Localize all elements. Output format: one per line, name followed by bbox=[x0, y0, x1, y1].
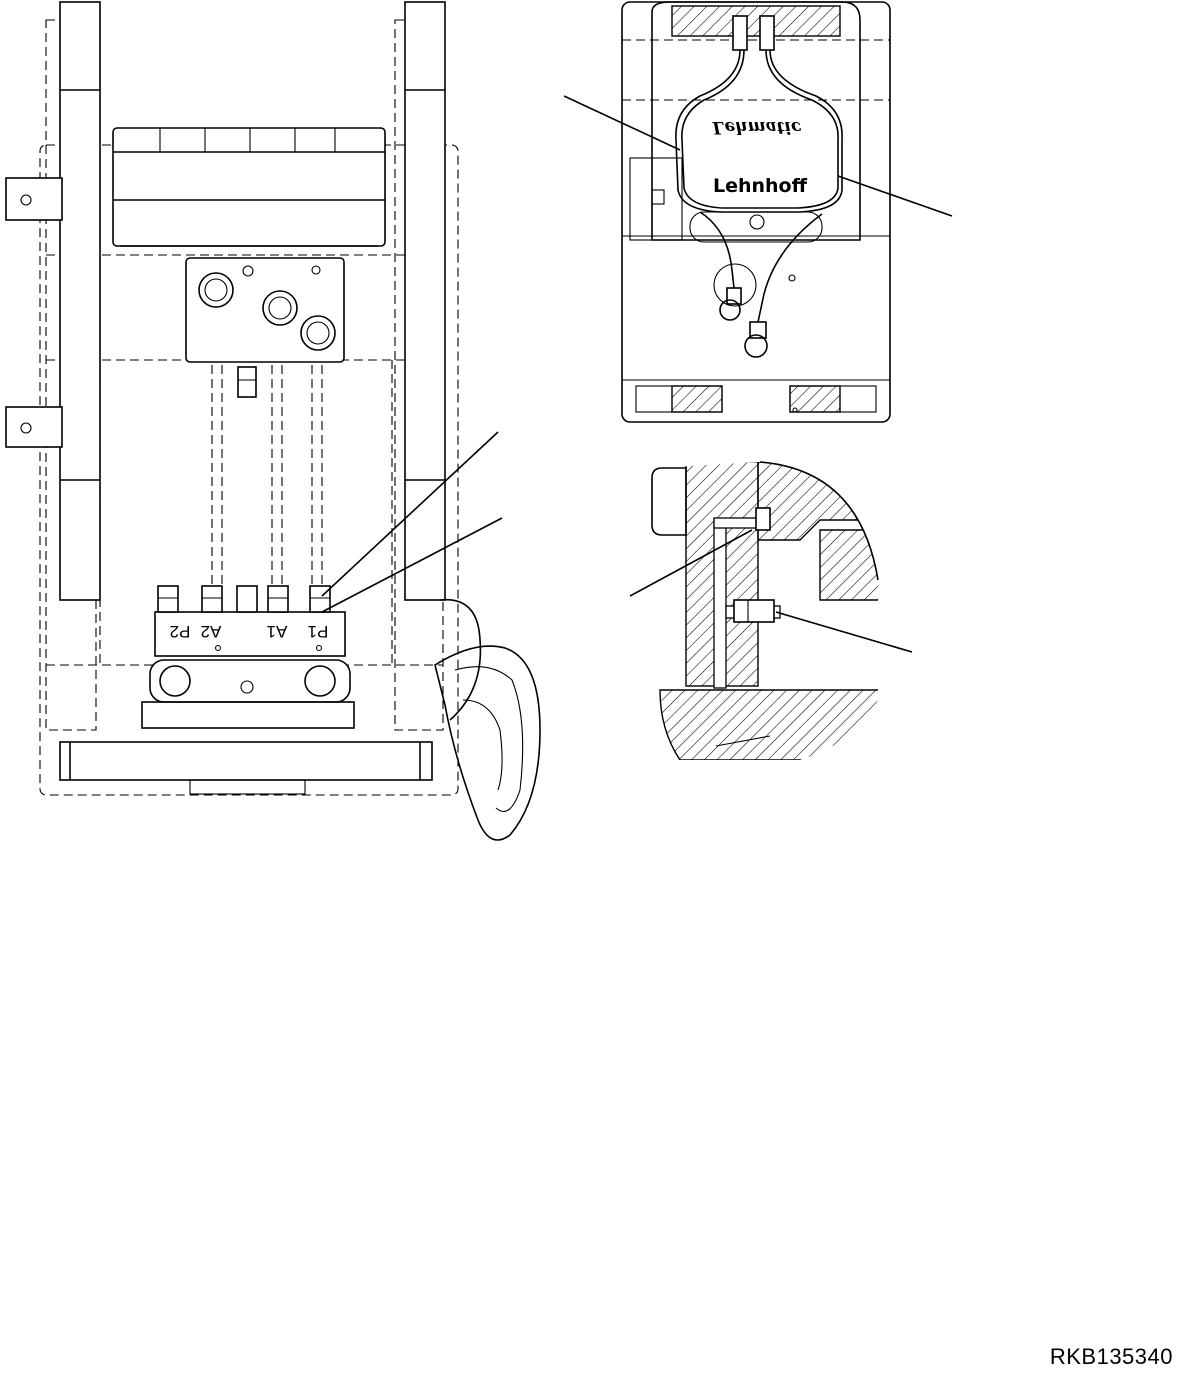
brand-main-label: Lehnhoff bbox=[713, 175, 808, 197]
callout-leader-tube-right bbox=[837, 175, 953, 217]
brand-mirrored-label: Lehmatic bbox=[712, 117, 802, 137]
callout-leader-section-left bbox=[629, 529, 753, 597]
port-label-p1: P1 bbox=[308, 622, 329, 641]
cover-plate-view: Lehmatic Lehnhoff bbox=[563, 1, 953, 423]
section-detail-view bbox=[629, 461, 913, 760]
callout-leader-section-right bbox=[775, 611, 913, 653]
callout-leader-upper bbox=[321, 431, 499, 597]
port-label-a1: A1 bbox=[267, 622, 288, 641]
port-label-p2: P2 bbox=[170, 622, 191, 641]
coupler-assembly-view: P2 A2 A1 P1 bbox=[5, 1, 541, 841]
lug-lower bbox=[5, 406, 63, 448]
callout-leader-tube-left bbox=[563, 95, 681, 151]
port-manifold: P2 A2 A1 P1 bbox=[154, 585, 346, 657]
hydraulic-hose bbox=[434, 598, 541, 841]
port-label-a2: A2 bbox=[201, 622, 222, 641]
callout-leader-lower bbox=[321, 517, 503, 613]
valve-block bbox=[185, 257, 345, 363]
lug-upper bbox=[5, 177, 63, 221]
hydraulic-lines bbox=[211, 365, 323, 585]
drawing-code: RKB135340 bbox=[1049, 1344, 1173, 1369]
